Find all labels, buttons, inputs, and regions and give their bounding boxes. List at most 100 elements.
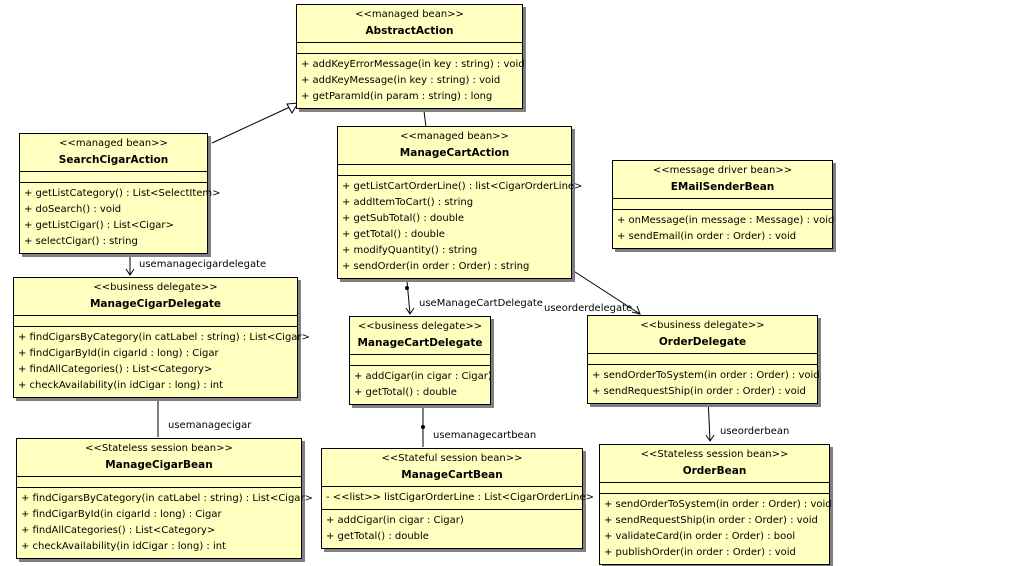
label-usemanagecartbean: usemanagecartbean xyxy=(433,430,537,441)
attributes-section xyxy=(613,198,832,209)
operations-section: + addKeyErrorMessage(in key : string) : … xyxy=(297,53,525,108)
operations-section: + addCigar(in cigar : Cigar) + getTotal(… xyxy=(322,509,582,548)
operation: + findAllCategories() : List<Category> xyxy=(18,364,213,375)
operation: + findCigarById(in cigarId : long) : Cig… xyxy=(18,348,219,359)
class-box-manage-cart-action[interactable]: <<managed bean>> ManageCartAction + getL… xyxy=(337,126,583,279)
generalization-arrowhead xyxy=(286,102,299,114)
stereotype: <<managed bean>> xyxy=(59,138,168,149)
dependency-cart-action-to-order-delegate xyxy=(571,269,641,315)
class-box-manage-cigar-bean[interactable]: <<Stateless session bean>> ManageCigarBe… xyxy=(16,438,313,559)
operation: + findCigarsByCategory(in catLabel : str… xyxy=(21,493,313,504)
label-usemanagecigardelegate: usemanagecigardelegate xyxy=(139,259,267,270)
stereotype: <<message driver bean>> xyxy=(652,165,793,176)
operation: + sendRequestShip(in order : Order) : vo… xyxy=(604,515,818,526)
stereotype: <<managed bean>> xyxy=(355,9,464,20)
class-name: ManageCigarBean xyxy=(105,459,213,471)
class-box-email-sender-bean[interactable]: <<message driver bean>> EMailSenderBean … xyxy=(612,160,835,249)
operation: + addCigar(in cigar : Cigar) xyxy=(326,515,464,526)
operation: + sendOrderToSystem(in order : Order) : … xyxy=(592,370,820,381)
operation: + findCigarsByCategory(in catLabel : str… xyxy=(18,332,310,343)
operation: + selectCigar() : string xyxy=(24,236,138,247)
class-box-abstract-action[interactable]: <<managed bean>> AbstractAction + addKey… xyxy=(296,4,525,109)
operation: + getTotal() : double xyxy=(342,229,445,240)
association-dot xyxy=(421,425,425,429)
operation: + doSearch() : void xyxy=(24,204,122,215)
dependency-order-delegate-to-bean xyxy=(707,396,711,442)
attributes-section xyxy=(297,42,522,53)
operations-section: + onMessage(in message : Message) : void… xyxy=(613,209,835,248)
operation: + sendOrderToSystem(in order : Order) : … xyxy=(604,499,832,510)
operations-section: + sendOrderToSystem(in order : Order) : … xyxy=(600,493,832,564)
association-dot xyxy=(405,286,409,290)
class-box-manage-cart-delegate[interactable]: <<business delegate>> ManageCartDelegate… xyxy=(349,316,492,405)
label-useorderbean: useorderbean xyxy=(720,426,790,437)
attributes-section xyxy=(600,482,829,493)
operation: + addCigar(in cigar : Cigar) xyxy=(354,371,492,382)
operation: + getListCartOrderLine() : list<CigarOrd… xyxy=(342,181,583,192)
class-name: ManageCartBean xyxy=(401,469,503,481)
stereotype: <<Stateful session bean>> xyxy=(381,453,523,464)
dependency-arrowhead xyxy=(125,268,135,276)
label-usemanagecigar: usemanagecigar xyxy=(168,420,252,431)
operation: + validateCard(in order : Order) : bool xyxy=(604,531,796,542)
operation: + getSubTotal() : double xyxy=(342,213,464,224)
generalization-cart-to-abstract xyxy=(423,110,427,128)
class-name: ManageCartAction xyxy=(399,147,510,159)
class-name: EMailSenderBean xyxy=(670,181,775,193)
class-box-order-bean[interactable]: <<Stateless session bean>> OrderBean + s… xyxy=(599,444,832,565)
operation: + addKeyMessage(in key : string) : void xyxy=(301,75,501,86)
operation: + getListCategory() : List<SelectItem> xyxy=(24,188,221,199)
attribute: - <<list>> listCigarOrderLine : List<Cig… xyxy=(326,492,595,503)
operation: + checkAvailability(in idCigar : long) :… xyxy=(18,380,223,391)
operation: + publishOrder(in order : Order) : void xyxy=(604,547,796,558)
operations-section: + findCigarsByCategory(in catLabel : str… xyxy=(14,326,310,397)
operation: + findAllCategories() : List<Category> xyxy=(21,525,216,536)
generalization-search-to-abstract xyxy=(211,105,293,144)
attributes-section xyxy=(14,315,297,326)
class-box-order-delegate[interactable]: <<business delegate>> OrderDelegate + se… xyxy=(587,315,820,404)
class-name: ManageCartDelegate xyxy=(357,337,483,349)
operations-section: + getListCartOrderLine() : list<CigarOrd… xyxy=(338,175,583,278)
class-name: OrderDelegate xyxy=(658,336,747,348)
dependency-arrowhead xyxy=(705,434,715,442)
class-name: OrderBean xyxy=(682,465,747,477)
operations-section: + getListCategory() : List<SelectItem> +… xyxy=(20,182,221,253)
label-useorderdelegate: useorderdelegate xyxy=(544,303,633,314)
attributes-section xyxy=(17,476,301,487)
operation: + onMessage(in message : Message) : void xyxy=(617,215,835,226)
operation: + addItemToCart() : string xyxy=(342,197,474,208)
operation: + sendRequestShip(in order : Order) : vo… xyxy=(592,386,806,397)
class-box-manage-cart-bean[interactable]: <<Stateful session bean>> ManageCartBean… xyxy=(321,448,595,549)
operations-section: + sendOrderToSystem(in order : Order) : … xyxy=(588,364,820,403)
attributes-section xyxy=(350,354,490,365)
class-box-manage-cigar-delegate[interactable]: <<business delegate>> ManageCigarDelegat… xyxy=(13,277,310,398)
operation: + getTotal() : double xyxy=(326,531,429,542)
class-name: ManageCigarDelegate xyxy=(89,298,222,310)
operation: + addKeyErrorMessage(in key : string) : … xyxy=(301,59,525,70)
dependency-arrowhead xyxy=(631,305,641,315)
attributes-section xyxy=(588,353,817,364)
operation: + sendOrder(in order : Order) : string xyxy=(342,261,530,272)
operation: + getParamId(in param : string) : long xyxy=(301,91,493,102)
stereotype: <<Stateless session bean>> xyxy=(85,443,233,454)
dependency-arrowhead xyxy=(405,307,415,315)
class-name: AbstractAction xyxy=(365,25,454,37)
operation: + checkAvailability(in idCigar : long) :… xyxy=(21,541,226,552)
class-name: SearchCigarAction xyxy=(58,154,169,166)
operation: + modifyQuantity() : string xyxy=(342,245,478,256)
attributes-section xyxy=(20,171,207,182)
stereotype: <<business delegate>> xyxy=(357,321,483,332)
operation: + getTotal() : double xyxy=(354,387,457,398)
operation: + sendEmail(in order : Order) : void xyxy=(617,231,797,242)
stereotype: <<Stateless session bean>> xyxy=(640,449,789,460)
stereotype: <<business delegate>> xyxy=(93,282,218,293)
attributes-section: - <<list>> listCigarOrderLine : List<Cig… xyxy=(322,486,595,509)
operation: + getListCigar() : List<Cigar> xyxy=(24,220,174,231)
operation: + findCigarById(in cigarId : long) : Cig… xyxy=(21,509,222,520)
attributes-section xyxy=(338,164,571,175)
stereotype: <<managed bean>> xyxy=(400,131,509,142)
label-usemanagecartdelegate: useManageCartDelegate xyxy=(419,298,543,309)
class-box-search-cigar-action[interactable]: <<managed bean>> SearchCigarAction + get… xyxy=(19,133,221,254)
operations-section: + addCigar(in cigar : Cigar) + getTotal(… xyxy=(350,365,492,404)
